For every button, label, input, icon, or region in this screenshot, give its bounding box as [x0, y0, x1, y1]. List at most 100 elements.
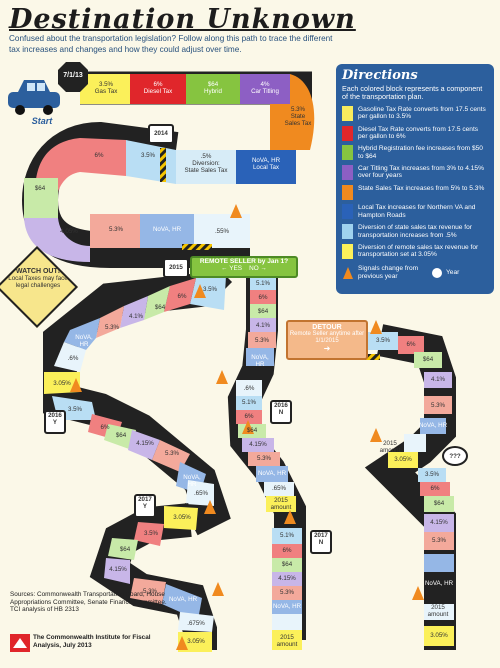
tile-label: 2015 amount [427, 604, 449, 618]
tile-nova-1 [236, 150, 296, 184]
direction-item: Gasoline Tax Rate converts from 17.5 cen… [342, 105, 488, 125]
color-swatch [342, 204, 353, 220]
tile-label: 2015 amount [276, 634, 298, 648]
tile-label: 3.5% [143, 530, 159, 537]
tile-label: 5.3% [164, 450, 180, 457]
tile-label: NoVA, HR [168, 596, 198, 603]
tile-diesel [130, 74, 186, 104]
tile-label: 5.3% [108, 226, 124, 233]
direction-text: Diversion of state sales tax revenue for… [358, 223, 472, 239]
directions-heading: Directions [342, 68, 418, 83]
tile-label: 4.15% [278, 575, 296, 582]
direction-text: Hybrid Registration fee increases from $… [358, 145, 483, 160]
institute-logo [10, 634, 30, 652]
direction-text: Diesel Tax Rate converts from 17.5 cents… [358, 125, 479, 141]
direction-text: State Sales Tax increases from 5% to 5.3… [358, 184, 485, 192]
year-2017-n: 2017 N [310, 530, 332, 554]
tile-label: 3.5% [67, 406, 83, 413]
legend: Signals change from previous year Year [342, 265, 488, 280]
tile-label: $64 [257, 308, 269, 315]
tile-label: NoVA, HR [257, 470, 287, 477]
page-title: Destination Unknown [9, 4, 356, 35]
tile-label: 3.05% [430, 632, 448, 639]
tile-gas [80, 74, 130, 104]
tile-label: 2015 amount [379, 440, 401, 454]
tile-label: 4.15% [249, 441, 267, 448]
tile-label: 4.05% [60, 228, 78, 235]
tile-label: 4.15% [109, 566, 127, 573]
year-2015: 2015 [163, 258, 189, 278]
tile-label: $64 [34, 185, 46, 192]
year-marker-icon [432, 267, 442, 278]
start-date: 7/1/13 [63, 72, 83, 79]
tile-label: 5.3% [431, 537, 447, 544]
color-swatch [342, 164, 353, 180]
tile-label: 3.5% [202, 286, 218, 293]
tile-label: NoVA, HR [75, 334, 93, 348]
tile-gas-label: 3.5% Gas Tax [94, 81, 118, 95]
watch-out-body: Local Taxes may face legal challenges [8, 275, 68, 289]
tile-label: 5.3% [142, 588, 158, 595]
remote-seller-question: REMOTE SELLER by Jan 1? [199, 258, 289, 265]
tile-diversion [176, 150, 236, 184]
tile-label: 5.1% [241, 399, 257, 406]
remote-seller-yes: YES [229, 265, 242, 272]
tile-diesel-label: 6% Diesel Tax [143, 81, 173, 95]
direction-item: Local Tax increases for Northern VA and … [342, 204, 488, 223]
direction-text: Local Tax increases for Northern VA and … [358, 204, 476, 219]
tile-titling-label: 4% Car Titling [251, 81, 279, 95]
color-swatch [342, 184, 353, 200]
color-swatch [342, 145, 353, 161]
tile-label: .65% [271, 485, 287, 492]
tile-label: 6% [177, 293, 187, 300]
color-swatch [342, 243, 353, 259]
tile-nova-label: NoVA, HR Local Tax [251, 157, 281, 171]
year-unknown: ??? [442, 446, 468, 466]
tile-label: 3.5% [424, 471, 440, 478]
tile-label: $64 [119, 546, 131, 553]
tile-label: .6% [243, 385, 255, 392]
detour-body: Remote Seller anytime after 1/1/2015 [289, 331, 365, 344]
tile-salestax [270, 74, 315, 150]
direction-item: State Sales Tax increases from 5% to 5.3… [342, 184, 488, 204]
start-label: Start [31, 116, 53, 126]
tile-label: 5.1% [279, 532, 295, 539]
tile-label: 4.1% [128, 313, 144, 320]
tile-label: 6% [406, 341, 416, 348]
tile-label: $64 [115, 432, 127, 439]
cone-icons [70, 204, 424, 650]
tile-label: NoVA, HR [272, 603, 302, 610]
tile-label: NoVA, HR [152, 226, 182, 233]
tile-label: .6% [67, 355, 79, 362]
year-2014: 2014 [148, 124, 174, 144]
tile-label: 5.3% [254, 337, 270, 344]
tile-label: 3.5% [140, 152, 156, 159]
color-swatch [342, 105, 353, 121]
tile-label: 6% [244, 413, 254, 420]
tile-label: 3.05% [53, 380, 71, 387]
tile-label: NoVA, HR [424, 580, 454, 587]
arrow-right-icon: ➜ [323, 344, 331, 353]
tile-label: 5.1% [255, 280, 271, 287]
tile-label: 6% [100, 424, 110, 431]
tile-label: 4.1% [430, 376, 446, 383]
tile-label: 5.3% [279, 589, 295, 596]
tile-label: 3.05% [394, 456, 412, 463]
remote-seller-sign: REMOTE SELLER by Jan 1? ← YES NO → [190, 256, 298, 278]
tile-label: .65% [193, 490, 209, 497]
tile-label: 5.3% [104, 324, 120, 331]
tile-label: $64 [246, 427, 258, 434]
tile-label: $64 [433, 500, 445, 507]
tile-label: 4.15% [430, 519, 448, 526]
start-octagon [58, 62, 88, 92]
direction-item: Diversion of state sales tax revenue for… [342, 223, 488, 243]
tile-label: NoVA, HR [251, 354, 269, 368]
legend-change-label: Signals change from previous year [358, 265, 419, 280]
tile-label: 6% [282, 547, 292, 554]
tile-label: 4.15% [136, 440, 154, 447]
tile-hybrid [186, 74, 240, 104]
tile-label: 6% [94, 152, 104, 159]
tile-label: .675% [187, 620, 205, 627]
direction-text: Gasoline Tax Rate converts from 17.5 cen… [358, 105, 486, 121]
